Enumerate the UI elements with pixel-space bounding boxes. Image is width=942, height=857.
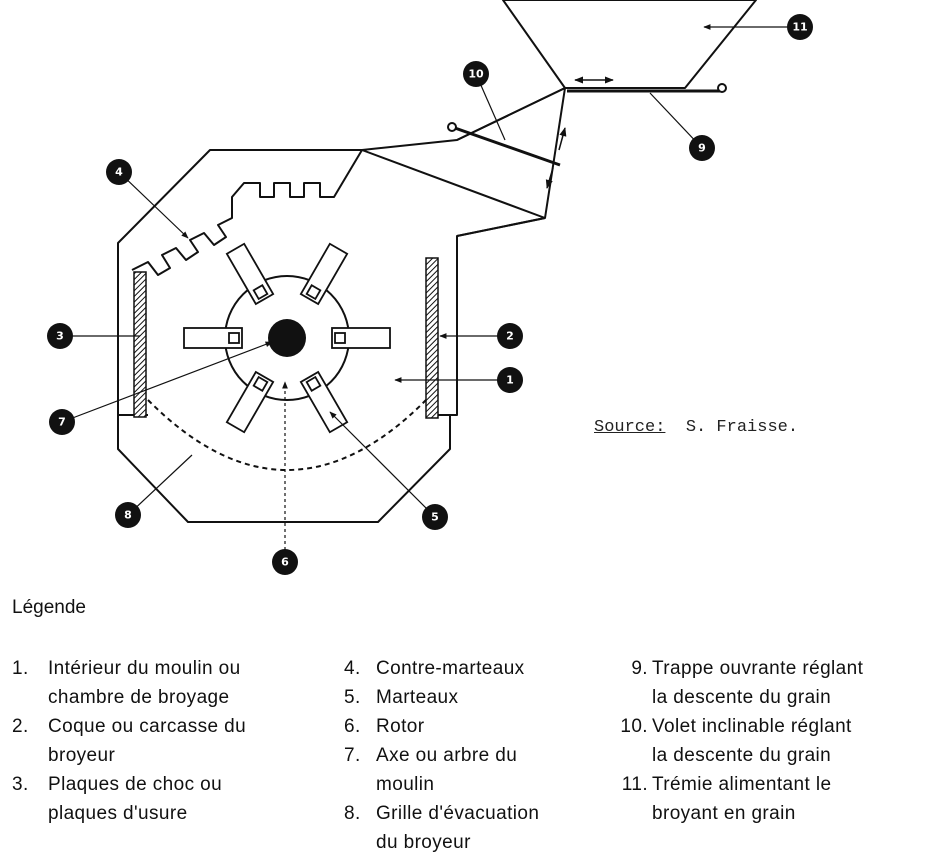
legend-item: 9. Trappe ouvrante réglant la descente d… xyxy=(631,658,864,708)
source-label: Source: xyxy=(594,418,666,437)
callout-1: 1 xyxy=(497,367,523,393)
callout-10: 10 xyxy=(463,61,489,87)
svg-text:10: 10 xyxy=(468,68,484,81)
legend-column-3: 9. Trappe ouvrante réglant la descente d… xyxy=(600,654,942,828)
rotor-shaft xyxy=(268,319,306,357)
svg-text:9: 9 xyxy=(698,142,706,155)
wear-plate-right xyxy=(425,257,439,419)
legend-column-1: 1. Intérieur du moulin ou chambre de bro… xyxy=(0,654,330,828)
callout-6: 6 xyxy=(272,549,298,575)
legend-item: 4. Contre-marteaux xyxy=(344,658,525,679)
evacuation-grid xyxy=(147,399,427,471)
legend-item: 7. Axe ou arbre du moulin xyxy=(344,745,518,795)
legend-item: 6. Rotor xyxy=(344,716,425,737)
callout-9: 9 xyxy=(689,135,715,161)
svg-text:4: 4 xyxy=(115,166,123,179)
callout-11: 11 xyxy=(787,14,813,40)
svg-text:6: 6 xyxy=(281,556,289,569)
wear-plate-left xyxy=(133,271,147,418)
legend-item: 1. Intérieur du moulin ou chambre de bro… xyxy=(12,658,241,708)
legend-item: 10. Volet inclinable réglant la descente… xyxy=(620,716,852,766)
legend-item: 5. Marteaux xyxy=(344,687,459,708)
svg-text:1: 1 xyxy=(506,374,514,387)
source-value: S. Fraisse. xyxy=(685,418,799,437)
svg-text:5: 5 xyxy=(431,511,439,524)
legend-column-2: 4. Contre-marteaux 5. Marteaux 6. Rotor … xyxy=(340,654,600,857)
chute-divider xyxy=(361,149,546,219)
svg-text:11: 11 xyxy=(792,21,807,34)
svg-text:8: 8 xyxy=(124,509,132,522)
callout-3: 3 xyxy=(47,323,73,349)
svg-text:7: 7 xyxy=(58,416,66,429)
source-credit: Source: S. Fraisse. xyxy=(594,418,798,437)
callout-4: 4 xyxy=(106,159,132,185)
svg-text:2: 2 xyxy=(506,330,514,343)
legend-item: 2. Coque ou carcasse du broyeur xyxy=(12,716,247,766)
legend-title: Légende xyxy=(12,597,86,618)
tilting-flap xyxy=(451,125,561,167)
svg-text:3: 3 xyxy=(56,330,64,343)
callout-8: 8 xyxy=(115,502,141,528)
counter-hammers xyxy=(131,149,363,276)
callout-5: 5 xyxy=(422,504,448,530)
callout-2: 2 xyxy=(497,323,523,349)
legend-item: 3. Plaques de choc ou plaques d'usure xyxy=(12,774,223,824)
legend-item: 11. Trémie alimentant le broyant en grai… xyxy=(621,774,832,824)
callout-7: 7 xyxy=(49,409,75,435)
hammer-mill-diagram: 1 2 3 4 5 6 7 8 9 10 11 xyxy=(47,0,813,575)
legend-item: 8. Grille d'évacuation du broyeur xyxy=(344,803,540,853)
